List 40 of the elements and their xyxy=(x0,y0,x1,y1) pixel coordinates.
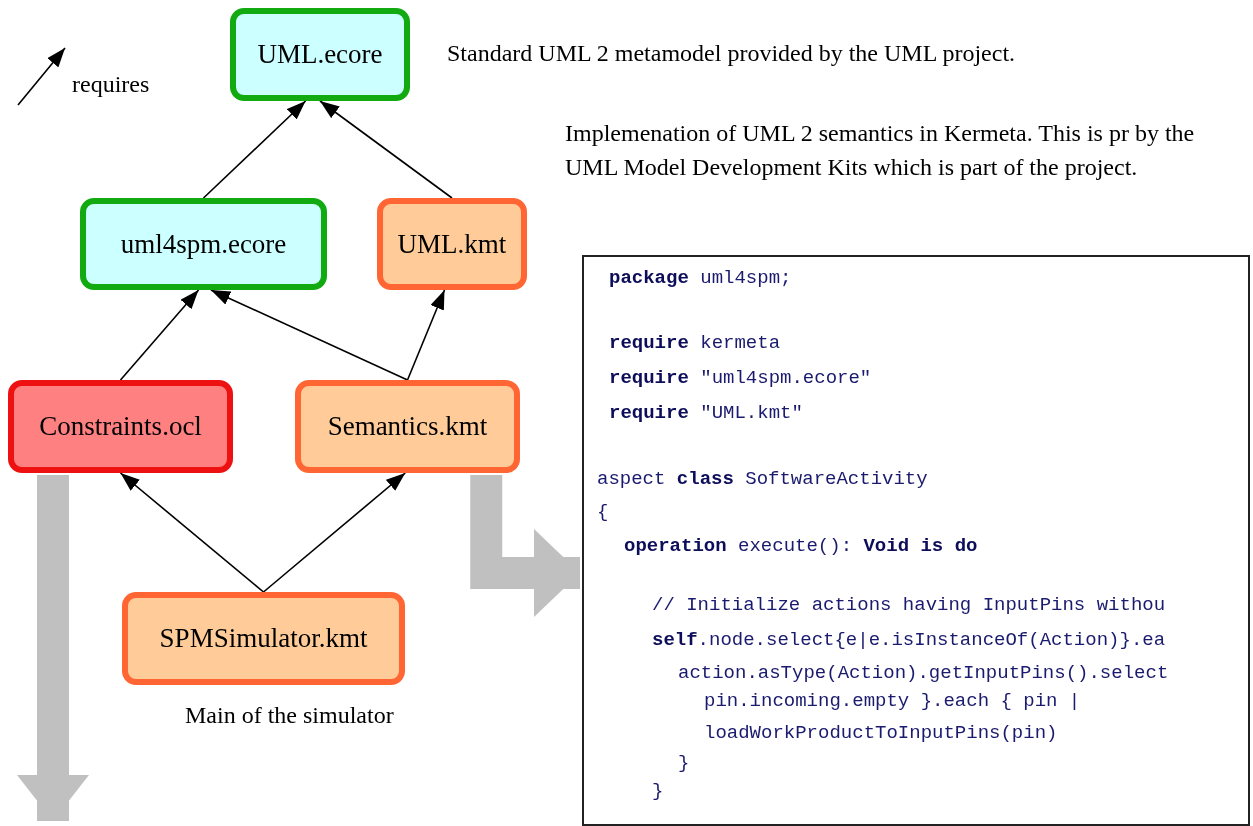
file-box xyxy=(230,8,410,101)
arrow xyxy=(119,289,200,381)
file-name: SPMSimulator.kmt xyxy=(159,623,368,654)
block-arrow xyxy=(470,475,580,617)
file-name: UML.ecore xyxy=(257,39,383,70)
description-text: Implemenation of UML 2 semantics in Kermeta. This is pr by the UML Model Development Kits which is part of the project. xyxy=(565,119,1196,182)
file-name: Semantics.kmt xyxy=(327,411,488,442)
arrow xyxy=(210,289,409,381)
code-line: self.node.select{e|e.isInstanceOf(Action)}.ea xyxy=(652,629,1166,651)
code-line: action.asType(Action).getInputPins().select xyxy=(678,662,1169,684)
code-line: require kermeta xyxy=(609,332,781,354)
code-line: pin.incoming.empty }.each { pin | xyxy=(704,690,1081,712)
code-panel xyxy=(582,255,1250,826)
file-name: uml4spm.ecore xyxy=(120,228,287,260)
file-name: Constraints.ocl xyxy=(39,411,202,442)
arrow xyxy=(202,100,307,199)
arrow xyxy=(406,289,446,381)
description-text: Standard UML 2 metamodel provided by the UML project. xyxy=(447,39,1017,68)
legend-label: requires xyxy=(72,70,150,99)
code-line: require "UML.kmt" xyxy=(609,402,803,424)
code-line: operation execute(): Void is do xyxy=(624,535,978,557)
file-box xyxy=(80,198,327,290)
file-name: UML.kmt xyxy=(397,228,507,260)
file-box xyxy=(377,198,527,290)
code-line: aspect class SoftwareActivity xyxy=(597,468,928,490)
code-line: require "uml4spm.ecore" xyxy=(609,367,872,389)
arrow xyxy=(262,472,407,593)
block-arrow xyxy=(17,475,89,821)
file-box xyxy=(8,380,233,473)
arrow xyxy=(319,100,453,199)
file-box xyxy=(295,380,520,473)
code-line: package uml4spm; xyxy=(609,267,792,289)
code-line: } xyxy=(652,780,664,802)
code-line: loadWorkProductToInputPins(pin) xyxy=(704,722,1058,744)
arrow xyxy=(119,472,265,593)
code-line: // Initialize actions having InputPins withou xyxy=(652,594,1166,616)
file-box xyxy=(122,592,405,685)
code-line: } xyxy=(678,752,690,774)
description-text: Main of the simulator xyxy=(185,701,395,730)
code-line: { xyxy=(597,501,609,523)
